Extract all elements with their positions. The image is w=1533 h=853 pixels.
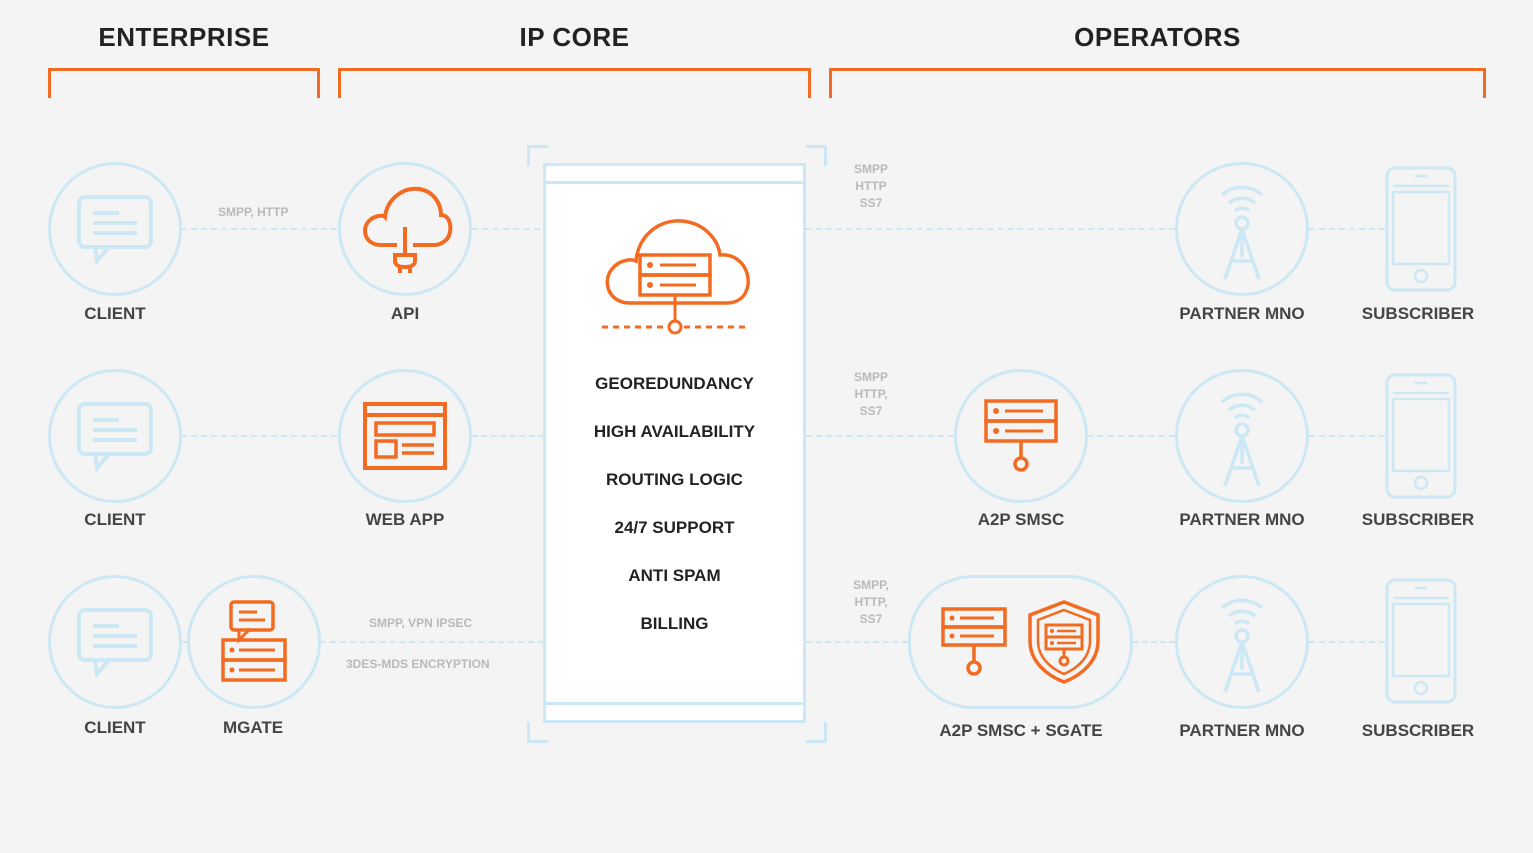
smartphone-icon[interactable] (1385, 373, 1457, 499)
smartphone-icon[interactable] (1385, 578, 1457, 704)
protocol-smpp-vpn: SMPP, VPN IPSEC (369, 616, 473, 630)
chat-bubble-icon (77, 608, 153, 678)
connector-api-core (472, 228, 592, 230)
core-corner-tr (806, 145, 827, 166)
connector-core-mno1 (755, 228, 1175, 230)
protocol-smpp-http: SMPP, HTTP (218, 205, 289, 219)
core-top-bar (546, 181, 803, 184)
antenna-tower-icon (1220, 185, 1264, 280)
connector-core-a2p-sgate (806, 641, 908, 643)
partner-mno-label-3: PARTNER MNO (1179, 721, 1305, 740)
client-label-1: CLIENT (84, 304, 146, 323)
antenna-tower-icon (1220, 598, 1264, 693)
protocol-encryption: 3DES-MDS ENCRYPTION (346, 657, 490, 671)
ip-core-bracket (338, 68, 811, 98)
feature-billing: BILLING (640, 614, 709, 633)
client-label-2: CLIENT (84, 510, 146, 529)
core-corner-br (806, 722, 827, 743)
core-corner-bl (527, 722, 548, 743)
connector-webapp-core (472, 435, 544, 437)
connector-mno2-subscriber2 (1309, 435, 1385, 437)
shield-server-icon (1027, 600, 1100, 684)
partner-mno-label-2: PARTNER MNO (1179, 510, 1305, 529)
api-label: API (390, 304, 420, 323)
feature-support: 24/7 SUPPORT (614, 518, 735, 537)
client-node-1[interactable] (48, 162, 182, 296)
connector-mno3-subscriber3 (1309, 641, 1385, 643)
partner-mno-label-1: PARTNER MNO (1179, 304, 1305, 323)
core-corner-tl (527, 145, 548, 166)
connector-a2p-sgate-mno3 (1133, 641, 1175, 643)
feature-georedundancy: GEOREDUNDANCY (595, 374, 754, 393)
webapp-node[interactable] (338, 369, 472, 503)
web-app-window-icon (363, 402, 447, 470)
partner-mno-node-2[interactable] (1175, 369, 1309, 503)
client-node-2[interactable] (48, 369, 182, 503)
mgate-node[interactable] (187, 575, 321, 709)
mgate-label: MGATE (222, 718, 284, 737)
chat-bubble-icon (77, 195, 153, 265)
feature-routing-logic: ROUTING LOGIC (606, 470, 743, 489)
ip-core-panel: GEOREDUNDANCY HIGH AVAILABILITY ROUTING … (543, 163, 806, 723)
subscriber-label-1: SUBSCRIBER (1361, 304, 1475, 323)
section-title-operators: OPERATORS (1074, 22, 1241, 52)
a2p-smsc-label: A2P SMSC (977, 510, 1065, 529)
connector-client2-webapp (181, 435, 337, 437)
feature-anti-spam: ANTI SPAM (628, 566, 721, 585)
partner-mno-node-3[interactable] (1175, 575, 1309, 709)
a2p-smsc-sgate-node[interactable] (908, 575, 1133, 709)
mgate-server-icon (221, 600, 287, 682)
subscriber-label-2: SUBSCRIBER (1361, 510, 1475, 529)
server-icon (940, 607, 1007, 676)
webapp-label: WEB APP (365, 510, 445, 529)
connector-mgate-core (320, 641, 544, 643)
connector-core-a2p (806, 435, 954, 437)
server-icon (984, 399, 1058, 472)
smartphone-icon[interactable] (1385, 166, 1457, 292)
antenna-tower-icon (1220, 392, 1264, 487)
operators-bracket (829, 68, 1486, 98)
section-title-ip-core: IP CORE (519, 22, 630, 52)
client-node-3[interactable] (48, 575, 182, 709)
cloud-server-icon (602, 219, 750, 335)
connector-a2p-mno2 (1087, 435, 1175, 437)
connector-client1-api (181, 228, 337, 230)
enterprise-bracket (48, 68, 320, 98)
a2p-smsc-node[interactable] (954, 369, 1088, 503)
section-title-enterprise: ENTERPRISE (98, 22, 270, 52)
cloud-plug-icon (363, 186, 453, 273)
connector-client3-mgate (181, 641, 189, 643)
a2p-smsc-sgate-label: A2P SMSC + SGATE (939, 721, 1103, 740)
feature-high-availability: HIGH AVAILABILITY (593, 422, 756, 441)
connector-mno1-subscriber1 (1309, 228, 1385, 230)
subscriber-label-3: SUBSCRIBER (1361, 721, 1475, 740)
client-label-3: CLIENT (84, 718, 146, 737)
api-node[interactable] (338, 162, 472, 296)
protocol-stack-row3: SMPP,HTTP,SS7 (853, 578, 889, 626)
core-bottom-bar (546, 702, 803, 705)
chat-bubble-icon (77, 402, 153, 472)
partner-mno-node-1[interactable] (1175, 162, 1309, 296)
